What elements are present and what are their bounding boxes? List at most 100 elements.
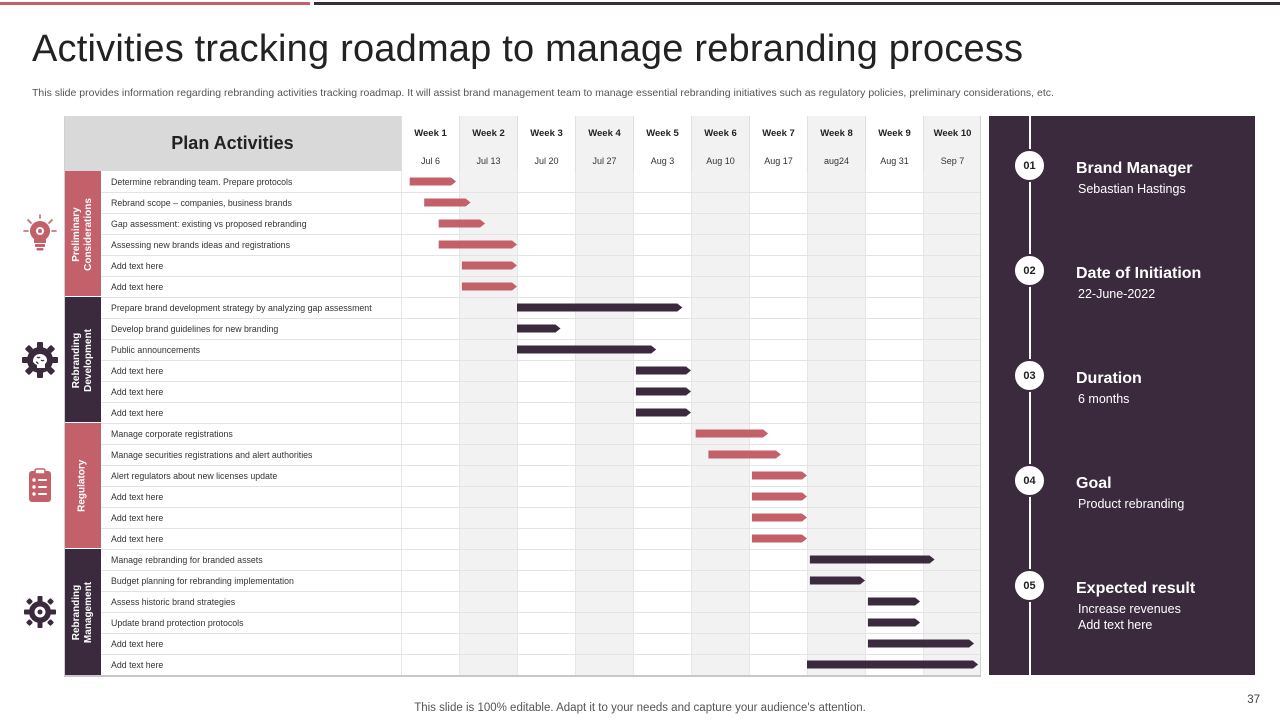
section-label: Rebranding Management bbox=[64, 549, 101, 675]
task-bar[interactable] bbox=[751, 513, 807, 522]
task-bar[interactable] bbox=[809, 576, 865, 585]
info-value[interactable]: 22-June-2022 bbox=[1078, 287, 1156, 301]
info-value[interactable]: 6 months bbox=[1078, 392, 1130, 406]
task-bar[interactable] bbox=[809, 555, 935, 564]
week-header-shade bbox=[923, 116, 981, 171]
week-date: aug24 bbox=[807, 150, 865, 171]
row-divider bbox=[101, 549, 980, 550]
task-bar[interactable] bbox=[867, 618, 921, 627]
row-divider bbox=[101, 612, 980, 613]
task-label[interactable]: Budget planning for rebranding implement… bbox=[111, 575, 294, 586]
task-label[interactable]: Add text here bbox=[111, 638, 164, 649]
section-label: Rebranding Development bbox=[64, 297, 101, 423]
task-label[interactable]: Add text here bbox=[111, 512, 164, 523]
step-number-badge: 04 bbox=[1013, 464, 1046, 497]
task-label[interactable]: Rebrand scope – companies, business bran… bbox=[111, 197, 292, 208]
info-title[interactable]: Duration bbox=[1076, 370, 1142, 387]
row-divider bbox=[101, 507, 980, 508]
row-divider bbox=[101, 360, 980, 361]
task-bar[interactable] bbox=[409, 177, 457, 186]
task-bar[interactable] bbox=[438, 240, 517, 249]
task-bar[interactable] bbox=[635, 408, 691, 417]
info-value[interactable]: Add text here bbox=[1078, 618, 1153, 632]
gear-brain-icon bbox=[20, 340, 60, 380]
task-bar[interactable] bbox=[517, 324, 561, 333]
task-bar[interactable] bbox=[708, 450, 781, 459]
week-date: Jul 13 bbox=[459, 150, 517, 171]
task-label[interactable]: Add text here bbox=[111, 491, 164, 502]
task-bar[interactable] bbox=[867, 639, 975, 648]
row-divider bbox=[101, 255, 980, 256]
gantt-border bbox=[64, 116, 981, 676]
info-title[interactable]: Brand Manager bbox=[1076, 160, 1193, 177]
week-date: Aug 10 bbox=[691, 150, 749, 171]
row-divider bbox=[101, 381, 980, 382]
info-title[interactable]: Date of Initiation bbox=[1076, 265, 1202, 282]
row-divider bbox=[101, 570, 980, 571]
task-label[interactable]: Add text here bbox=[111, 386, 164, 397]
task-label[interactable]: Add text here bbox=[111, 407, 164, 418]
task-label[interactable]: Add text here bbox=[111, 260, 164, 271]
task-bar[interactable] bbox=[635, 387, 691, 396]
task-label[interactable]: Prepare brand development strategy by an… bbox=[111, 302, 372, 313]
plan-activities-header: Plan Activities bbox=[64, 116, 401, 171]
task-bar[interactable] bbox=[517, 345, 657, 354]
task-label[interactable]: Alert regulators about new licenses upda… bbox=[111, 470, 278, 481]
task-label[interactable]: Gap assessment: existing vs proposed reb… bbox=[111, 218, 307, 229]
week-label: Week 5 bbox=[633, 116, 691, 150]
row-divider bbox=[101, 318, 980, 319]
week-header-shade bbox=[807, 116, 865, 171]
task-label[interactable]: Add text here bbox=[111, 533, 164, 544]
week-date: Jul 20 bbox=[517, 150, 575, 171]
slide-subtitle[interactable]: This slide provides information regardin… bbox=[32, 87, 1054, 99]
info-title[interactable]: Expected result bbox=[1076, 580, 1196, 597]
task-label[interactable]: Add text here bbox=[111, 659, 164, 670]
task-label[interactable]: Update brand protection protocols bbox=[111, 617, 244, 628]
week-label: Week 7 bbox=[749, 116, 807, 150]
step-number-badge: 03 bbox=[1013, 359, 1046, 392]
task-label[interactable]: Determine rebranding team. Prepare proto… bbox=[111, 176, 293, 187]
info-value[interactable]: Sebastian Hastings bbox=[1078, 182, 1186, 196]
task-bar[interactable] bbox=[867, 597, 921, 606]
row-divider bbox=[101, 654, 980, 655]
task-bar[interactable] bbox=[461, 261, 517, 270]
task-label[interactable]: Assessing new brands ideas and registrat… bbox=[111, 239, 290, 250]
task-bar[interactable] bbox=[517, 303, 683, 312]
task-bar[interactable] bbox=[635, 366, 691, 375]
task-bar[interactable] bbox=[751, 471, 807, 480]
info-value[interactable]: Increase revenues bbox=[1078, 602, 1181, 616]
week-label: Week 9 bbox=[865, 116, 923, 150]
task-bar[interactable] bbox=[461, 282, 517, 291]
task-bar[interactable] bbox=[695, 429, 769, 438]
info-value[interactable]: Product rebranding bbox=[1078, 497, 1185, 511]
task-bar[interactable] bbox=[807, 660, 979, 669]
week-label: Week 6 bbox=[691, 116, 749, 150]
task-label[interactable]: Public announcements bbox=[111, 344, 201, 355]
row-divider bbox=[101, 633, 980, 634]
task-bar[interactable] bbox=[751, 492, 807, 501]
slide-title[interactable]: Activities tracking roadmap to manage re… bbox=[32, 28, 1024, 70]
task-bar[interactable] bbox=[438, 219, 486, 228]
week-header-shade bbox=[459, 116, 517, 171]
gears-cog-icon bbox=[20, 592, 60, 632]
gantt-bottom-line bbox=[64, 675, 981, 677]
clipboard-checklist-icon bbox=[20, 466, 60, 506]
timeline-line bbox=[1029, 116, 1031, 675]
task-label[interactable]: Manage rebranding for branded assets bbox=[111, 554, 263, 565]
week-date: Jul 27 bbox=[575, 150, 633, 171]
task-label[interactable]: Add text here bbox=[111, 365, 164, 376]
info-title[interactable]: Goal bbox=[1076, 475, 1112, 492]
task-label[interactable]: Add text here bbox=[111, 281, 164, 292]
task-label[interactable]: Assess historic brand strategies bbox=[111, 596, 236, 607]
page-number: 37 bbox=[1247, 694, 1260, 706]
task-bar[interactable] bbox=[751, 534, 807, 543]
week-label: Week 3 bbox=[517, 116, 575, 150]
top-accent-bar-left bbox=[0, 2, 310, 5]
task-label[interactable]: Manage securities registrations and aler… bbox=[111, 449, 313, 460]
task-label[interactable]: Manage corporate registrations bbox=[111, 428, 233, 439]
week-date: Sep 7 bbox=[923, 150, 981, 171]
task-label[interactable]: Develop brand guidelines for new brandin… bbox=[111, 323, 279, 334]
task-bar[interactable] bbox=[424, 198, 471, 207]
footer-note[interactable]: This slide is 100% editable. Adapt it to… bbox=[414, 702, 866, 714]
